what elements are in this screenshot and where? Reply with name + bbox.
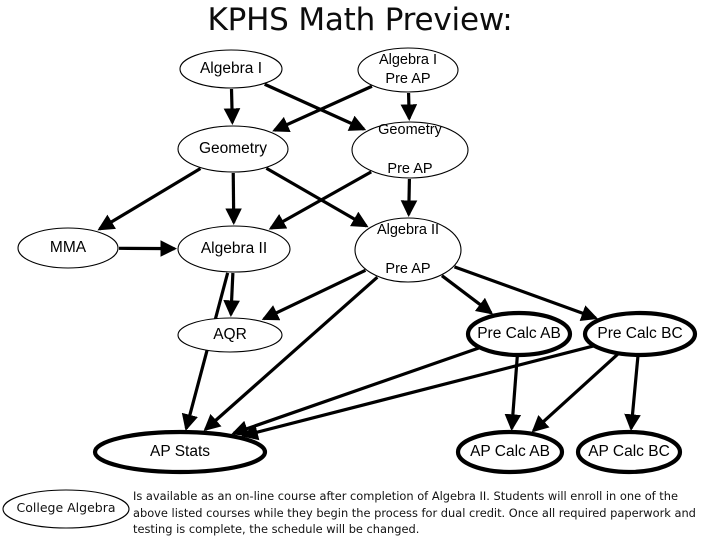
edge-algebra1preap-geometry: [272, 84, 373, 133]
college-algebra-label: College Algebra: [16, 500, 116, 515]
edge-geometrypreap-algebra2: [268, 170, 372, 230]
node-algebra1[interactable]: [179, 49, 283, 89]
edge-algebra2preap-apstats: [203, 275, 379, 432]
node-apstats[interactable]: [92, 429, 268, 475]
edge-algebra1-geometrypreap: [264, 82, 367, 131]
edge-precalcab-apstats: [231, 346, 480, 437]
edge-algebra1-geometry: [223, 88, 241, 125]
edge-algebra2preap-aqr: [261, 268, 367, 321]
node-algebra2[interactable]: [177, 225, 291, 273]
footer-note: Is available as an on-line course after …: [133, 489, 696, 537]
node-apcalcbc[interactable]: [575, 429, 683, 475]
node-algebra1preap[interactable]: [357, 47, 459, 93]
edge-algebra2preap-precalcbc: [453, 265, 599, 321]
edge-algebra1preap-geometrypreap: [400, 92, 418, 121]
edge-layer: [97, 82, 641, 441]
node-precalcbc[interactable]: [582, 310, 698, 358]
edge-geometry-algebra2preap: [265, 166, 369, 228]
edge-algebra2-aqr: [223, 272, 240, 317]
node-layer: [2, 47, 698, 529]
node-mma[interactable]: [17, 227, 119, 269]
page-title: KPHS Math Preview:: [207, 2, 513, 38]
edge-geometrypreap-algebra2preap: [400, 178, 418, 217]
edge-precalcbc-apcalcbc: [624, 355, 641, 432]
edge-precalcbc-apstats: [241, 344, 594, 441]
node-aqr[interactable]: [177, 317, 283, 353]
edge-precalcbc-apcalcab: [531, 353, 619, 433]
node-geometry[interactable]: [177, 125, 289, 173]
node-algebra2preap[interactable]: [354, 217, 462, 283]
edge-geometry-mma: [97, 167, 202, 231]
edge-algebra2preap-precalcab: [440, 274, 494, 315]
node-apcalcab[interactable]: [455, 429, 565, 475]
edge-geometry-algebra2: [225, 172, 242, 225]
node-geometrypreap[interactable]: [351, 121, 469, 179]
edge-precalcab-apcalcab: [504, 355, 522, 431]
node-collegealgebra[interactable]: [2, 489, 130, 529]
node-precalcab[interactable]: [465, 310, 573, 358]
